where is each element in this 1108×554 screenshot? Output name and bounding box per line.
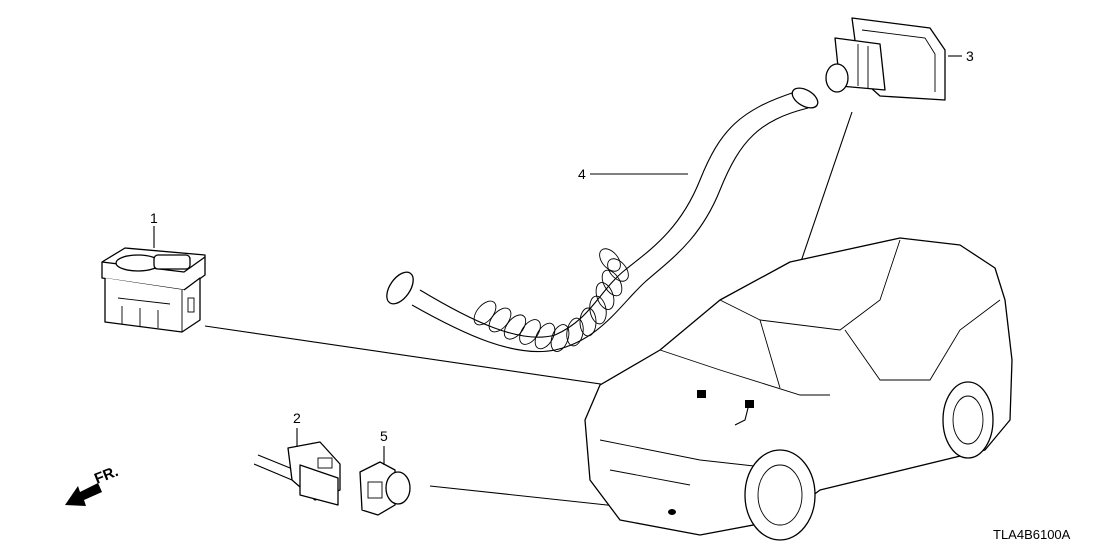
part-4-hose (386, 87, 819, 353)
vehicle (584, 237, 1013, 541)
part-3-outlet (825, 17, 946, 101)
callout-3: 3 (966, 48, 974, 64)
diagram-code: TLA4B6100A (993, 527, 1071, 542)
callout-2: 2 (293, 410, 301, 426)
front-direction-arrow-icon (65, 483, 102, 506)
callout-1: 1 (150, 210, 158, 226)
part-2-sensor (253, 441, 341, 506)
callout-4: 4 (578, 166, 586, 182)
part-5-bracket (359, 461, 411, 516)
part-1-switch (101, 247, 206, 333)
callout-5: 5 (380, 428, 388, 444)
